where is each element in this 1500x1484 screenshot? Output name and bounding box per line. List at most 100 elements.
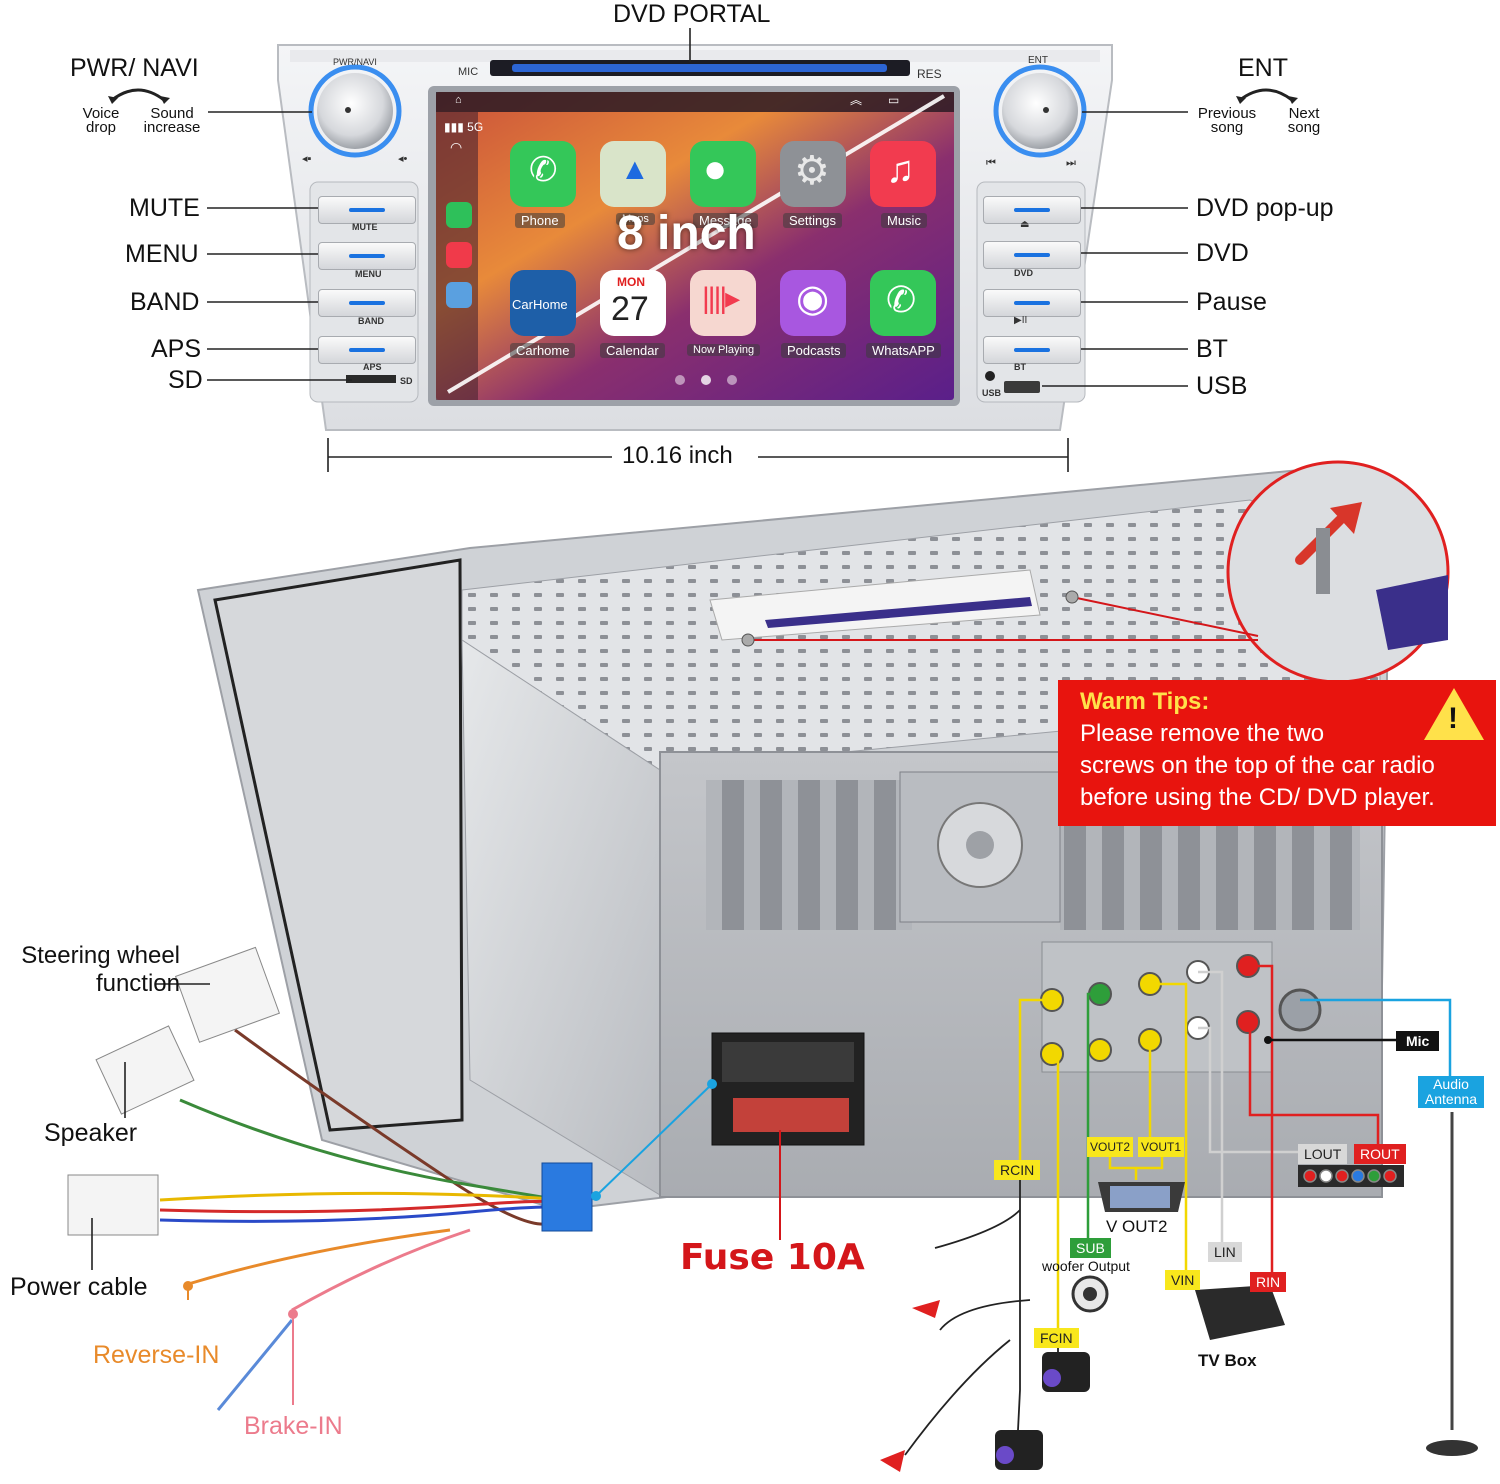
app-settings[interactable]: ⚙ <box>780 141 846 207</box>
app-message[interactable]: ● <box>690 141 756 207</box>
app-carhome[interactable]: CarHome <box>510 270 576 336</box>
speaker-label: Speaker <box>44 1119 138 1147</box>
app-calendar[interactable]: MON 27 <box>600 270 666 336</box>
app-label-podcasts: Podcasts <box>781 343 847 358</box>
rin-tag: RIN <box>1250 1272 1287 1292</box>
menu-button-text: MENU <box>355 269 382 279</box>
reverse-in-label: Reverse-IN <box>93 1341 220 1369</box>
app-maps[interactable]: ▲ <box>600 141 666 207</box>
panel-res: RES <box>917 67 942 81</box>
podcast-icon: ◉ <box>796 278 830 320</box>
mute-button-text: MUTE <box>352 222 378 232</box>
app-label-now-playing: Now Playing <box>687 344 761 356</box>
tv-box-label: TV Box <box>1198 1351 1257 1370</box>
waveform-icon: ||||▸ <box>702 282 740 315</box>
band-label: BAND <box>130 288 200 316</box>
settings-gear-icon: ⚙ <box>794 149 830 193</box>
dvd-button-text: DVD <box>1014 268 1034 278</box>
rout-tag: ROUT <box>1354 1144 1406 1164</box>
sound-increase-label: Sound increase <box>143 105 201 136</box>
power-cable-label: Power cable <box>10 1273 148 1301</box>
band-button[interactable] <box>318 289 416 317</box>
app-label-maps: Maps <box>616 213 655 225</box>
bt-button[interactable] <box>983 336 1081 364</box>
rcin-tag: RCIN <box>994 1160 1041 1180</box>
warning-exclamation: ! <box>1448 702 1458 735</box>
app-label-calendar: Calendar <box>600 343 665 358</box>
pwr-navi-label: PWR/ NAVI <box>70 54 199 82</box>
warm-tips-line-3: before using the CD/ DVD player. <box>1080 784 1435 811</box>
bt-button-text: BT <box>1014 362 1026 372</box>
whatsapp-icon: ✆ <box>886 279 917 320</box>
band-button-text: BAND <box>358 316 384 326</box>
app-now-playing[interactable]: ||||▸ <box>690 270 756 336</box>
fcin-tag: FCIN <box>1034 1328 1079 1348</box>
dvd-popup-button[interactable] <box>983 196 1081 224</box>
warm-tips-box: Warm Tips: Please remove the two screws … <box>1058 680 1496 826</box>
mic-tag: Mic <box>1396 1031 1440 1051</box>
menu-label: MENU <box>125 240 199 268</box>
bt-label: BT <box>1196 335 1228 363</box>
app-music[interactable]: ♫ <box>870 141 936 207</box>
carhome-tile-text: CarHome <box>512 297 568 312</box>
home-icon: ⌂ <box>455 94 462 106</box>
app-label-whatsapp: WhatsAPP <box>866 343 941 358</box>
mute-button[interactable] <box>318 196 416 224</box>
sd-slot-text: SD <box>400 376 413 386</box>
window-icon: ▭ <box>888 93 900 107</box>
warning-triangle-icon <box>1424 688 1484 740</box>
app-label-carhome: Carhome <box>510 343 576 358</box>
volume-down-icon: ◂▪ <box>302 153 312 165</box>
warm-tips-line-2: screws on the top of the car radio <box>1080 752 1435 779</box>
lin-tag: LIN <box>1208 1242 1242 1262</box>
ent-knob[interactable] <box>1002 73 1078 149</box>
dvd-portal-label: DVD PORTAL <box>613 0 771 28</box>
calendar-date: 27 <box>611 290 649 328</box>
calendar-day: MON <box>617 275 645 289</box>
usb-port-text: USB <box>982 388 1002 398</box>
dvd-popup-label: DVD pop-up <box>1196 194 1334 222</box>
phone-icon: ✆ <box>529 151 558 189</box>
next-track-icon: ⏭ <box>1066 157 1076 169</box>
previous-song-label: Previous song <box>1197 105 1257 136</box>
panel-ent: ENT <box>1028 55 1048 66</box>
audio-antenna-tag: Audio Antenna <box>1418 1076 1484 1108</box>
lout-tag: LOUT <box>1298 1144 1348 1164</box>
sub-tag: SUB <box>1070 1238 1111 1258</box>
woofer-output-label: woofer Output <box>1042 1258 1130 1274</box>
app-whatsapp[interactable]: ✆ <box>870 270 936 336</box>
usb-port[interactable] <box>1004 381 1040 393</box>
previous-track-icon: ⏮ <box>986 157 996 169</box>
usb-label: USB <box>1196 372 1248 400</box>
app-label-phone: Phone <box>515 213 565 228</box>
sd-card-slot[interactable] <box>346 375 396 383</box>
voice-drop-label: Voice drop <box>82 105 120 136</box>
volume-up-icon: ◂• <box>398 153 408 165</box>
dvd-button[interactable] <box>983 241 1081 269</box>
mute-label: MUTE <box>129 194 200 222</box>
pause-label: Pause <box>1196 288 1267 316</box>
eject-icon: ⏏ <box>1020 219 1030 230</box>
panel-mic: MIC <box>458 66 479 78</box>
screen-size-label: 8 inch <box>617 207 756 260</box>
brake-in-label: Brake-IN <box>244 1412 343 1440</box>
aps-label: APS <box>151 335 202 363</box>
sd-label: SD <box>168 366 203 394</box>
app-label-settings: Settings <box>783 213 842 228</box>
fuse-label: Fuse 10A <box>680 1237 865 1278</box>
pwr-navi-knob[interactable] <box>317 73 393 149</box>
panel-pwr-navi: PWR/NAVI <box>333 57 377 67</box>
v-out2-label: V OUT2 <box>1106 1217 1168 1236</box>
aps-button[interactable] <box>318 336 416 364</box>
wifi-icon: ◠ <box>450 139 463 155</box>
pause-button[interactable] <box>983 289 1081 317</box>
warm-tips-line-1: Please remove the two <box>1080 720 1325 747</box>
app-podcasts[interactable]: ◉ <box>780 270 846 336</box>
app-label-music: Music <box>881 213 927 228</box>
aps-button-text: APS <box>363 362 382 372</box>
chevron-up-icon: ︽ <box>850 93 863 107</box>
app-phone[interactable]: ✆ <box>510 141 576 207</box>
menu-button[interactable] <box>318 242 416 270</box>
vout2-tag: VOUT2 <box>1087 1137 1134 1157</box>
